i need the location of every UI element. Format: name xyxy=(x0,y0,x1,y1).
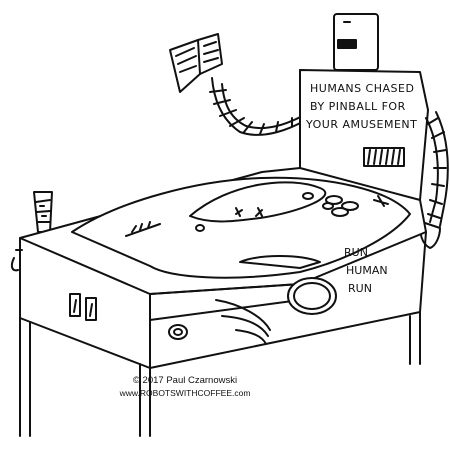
score-display-icon xyxy=(363,147,405,167)
robot-arm-left xyxy=(209,77,307,136)
side-text-line-2: HUMAN xyxy=(346,264,388,277)
plunger-icon xyxy=(168,324,188,340)
backglass: HUMANS CHASED BY PINBALL FOR YOUR AMUSEM… xyxy=(299,69,429,201)
backglass-text-line-3: YOUR AMUSEMENT xyxy=(305,118,417,131)
book-icon xyxy=(169,33,223,93)
side-text-line-3: RUN xyxy=(348,282,372,295)
side-text-line-1: RUN xyxy=(344,246,368,259)
coin-slot-icon xyxy=(69,293,97,321)
drink-glass-icon xyxy=(33,191,53,233)
backglass-text-line-1: HUMANS CHASED xyxy=(310,82,414,95)
backglass-text-line-2: BY PINBALL FOR xyxy=(310,100,406,113)
copyright-credit: © 2017 Paul Czarnowski xyxy=(132,375,238,386)
playfield-details xyxy=(125,192,389,269)
robot-head-icon xyxy=(333,13,379,79)
front-panel xyxy=(10,249,337,345)
website-credit: www.ROBOTSWITHCOFFEE.com xyxy=(119,388,251,398)
